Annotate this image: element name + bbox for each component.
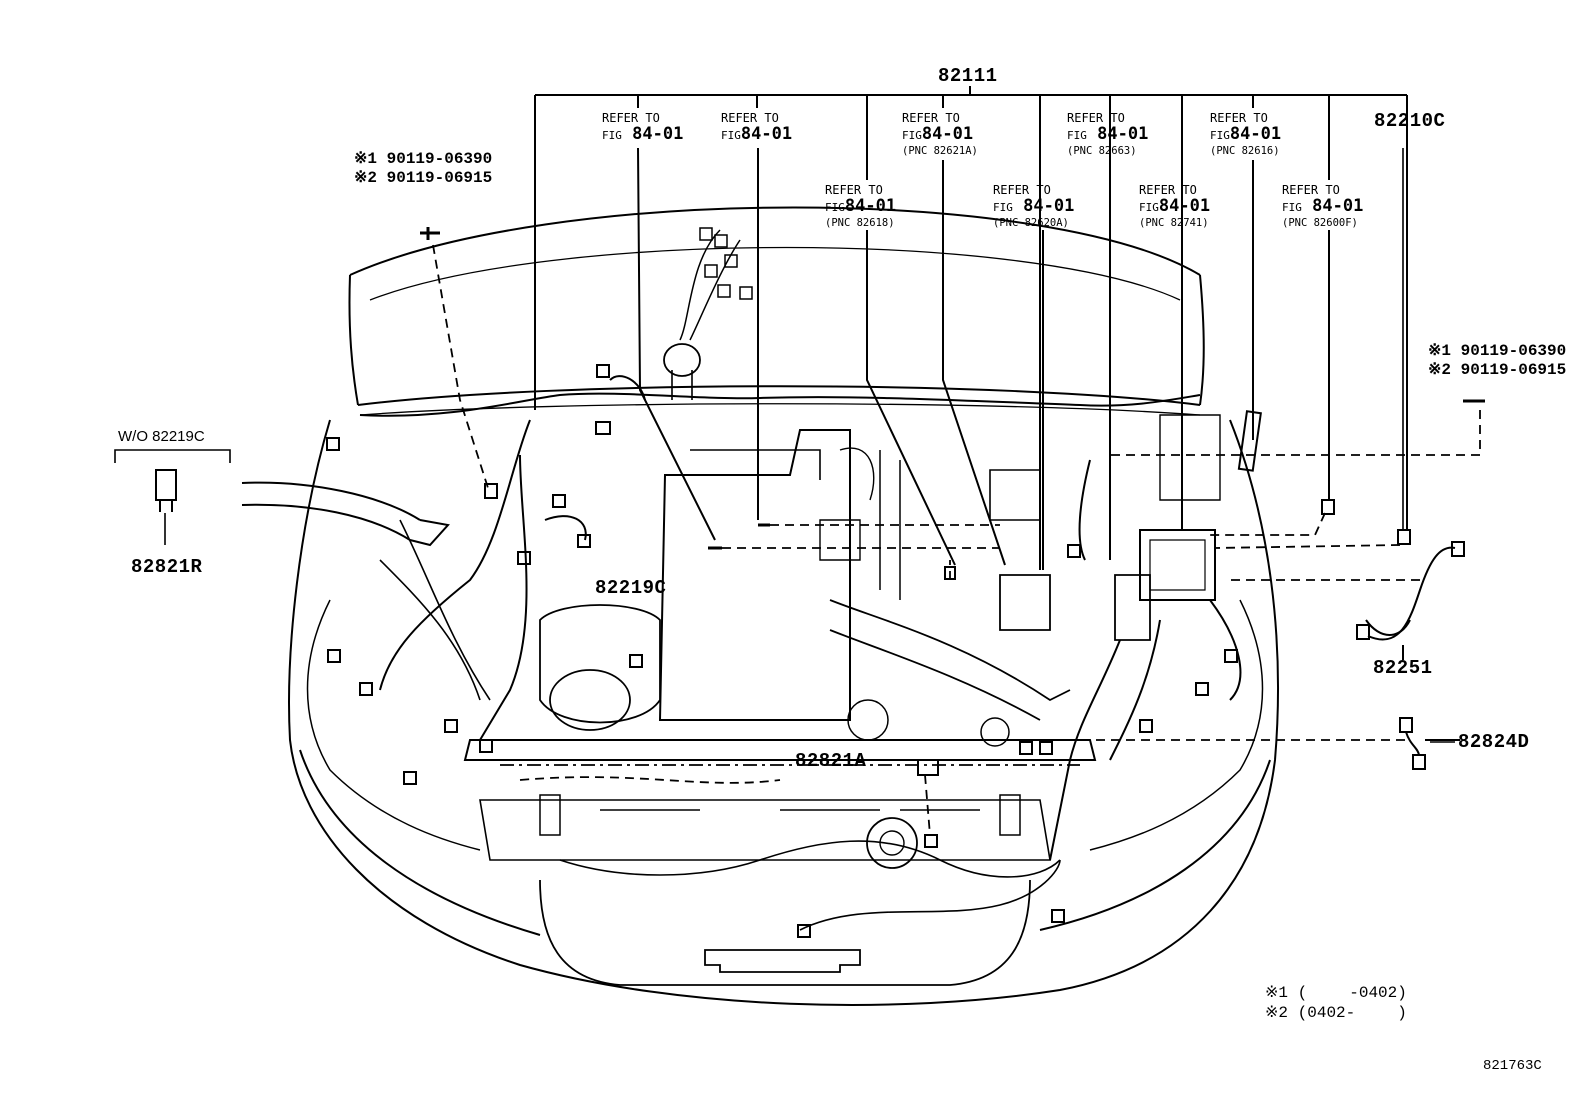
refer-callout-8-fig: FIG84-01	[1139, 197, 1210, 217]
legend-row-2: ※2 (0402-)	[1265, 1003, 1407, 1023]
refer-callout-6-fig: FIG84-01	[825, 197, 896, 217]
refer-callout-3-fig-prefix: FIG	[902, 129, 922, 142]
engine-block	[539, 343, 1221, 731]
legend-row-2-close: )	[1397, 1004, 1407, 1022]
refer-callout-3-refer: REFER TO	[902, 111, 960, 125]
wire-82251-shape	[1356, 541, 1465, 660]
refer-callout-3: REFER TO FIG84-01 (PNC 82621A)	[902, 111, 978, 158]
legend-row-1-value: -0402)	[1349, 984, 1407, 1002]
direction-arrow	[241, 481, 450, 547]
refer-callout-4-fig-prefix: FIG	[1067, 129, 1087, 142]
connectors	[155, 227, 1485, 938]
refer-callout-4: REFER TO FIG 84-01 (PNC 82663)	[1067, 111, 1148, 158]
refer-callout-8: REFER TO FIG84-01 (PNC 82741)	[1139, 183, 1210, 230]
refer-callout-5-fig-number: 84-01	[1229, 124, 1282, 144]
refer-callout-4-pnc: (PNC 82663)	[1067, 145, 1137, 157]
refer-callout-5: REFER TO FIG84-01 (PNC 82616)	[1210, 111, 1281, 158]
refer-callout-4-fig: FIG 84-01	[1067, 125, 1148, 145]
legend-row-2-value: 0402-	[1307, 1004, 1356, 1022]
refer-callout-9: REFER TO FIG 84-01 (PNC 82600F)	[1282, 183, 1363, 230]
refer-callout-8-fig-number: 84-01	[1158, 196, 1211, 216]
refer-callout-1-fig: FIG 84-01	[602, 125, 683, 145]
refer-callout-5-fig: FIG84-01	[1210, 125, 1281, 145]
refer-callout-5-fig-prefix: FIG	[1210, 129, 1230, 142]
refer-callout-8-refer: REFER TO	[1139, 183, 1197, 197]
figure-code: 821763C	[1483, 1058, 1542, 1074]
refer-callout-6-fig-prefix: FIG	[825, 201, 845, 214]
part-82824d-label: 82824D	[1458, 731, 1530, 753]
hood-outline	[348, 206, 1205, 416]
refer-callout-2: REFER TO FIG84-01	[721, 112, 792, 145]
refer-callout-9-pnc: (PNC 82600F)	[1282, 217, 1358, 229]
legend-row-2-mark: ※2	[1265, 1004, 1289, 1022]
radiator-support	[463, 739, 1097, 861]
bolt-right-line1: ※1 90119-06390	[1428, 342, 1567, 360]
refer-callout-9-fig-number: 84-01	[1312, 196, 1364, 216]
refer-callout-3-pnc: (PNC 82621A)	[902, 145, 978, 157]
legend-row-2-open: (	[1297, 1004, 1308, 1022]
refer-callout-1-fig-prefix: FIG	[602, 129, 622, 142]
part-82111-label: 82111	[938, 65, 998, 87]
refer-callout-4-fig-number: 84-01	[1097, 124, 1149, 144]
part-82210c-label: 82210C	[1374, 110, 1446, 132]
part-82821a-label: 82821A	[795, 750, 867, 772]
refer-callout-1-refer: REFER TO	[602, 111, 660, 125]
refer-callout-4-refer: REFER TO	[1067, 111, 1125, 125]
refer-callout-8-pnc: (PNC 82741)	[1139, 217, 1209, 229]
refer-callout-2-refer: REFER TO	[721, 111, 779, 125]
refer-callout-7-fig-number: 84-01	[1023, 196, 1075, 216]
refer-callout-8-fig-prefix: FIG	[1139, 201, 1159, 214]
part-82219c-label: 82219C	[595, 577, 667, 599]
legend-row-1-mark: ※1	[1265, 984, 1289, 1002]
refer-callout-9-fig: FIG 84-01	[1282, 197, 1363, 217]
refer-callout-2-fig-prefix: FIG	[721, 129, 741, 142]
main-harness-leader-lines	[534, 86, 1408, 570]
refer-callout-5-refer: REFER TO	[1210, 111, 1268, 125]
bolt-left-line1: ※1 90119-06390	[354, 150, 493, 168]
bolt-left-label: ※1 90119-06390 ※2 90119-06915	[354, 150, 492, 188]
refer-callout-2-fig: FIG84-01	[721, 125, 792, 145]
refer-callout-3-fig: FIG84-01	[902, 125, 978, 145]
refer-callout-1-fig-number: 84-01	[632, 124, 684, 144]
refer-callout-7: REFER TO FIG 84-01 (PNC 82620A)	[993, 183, 1074, 230]
dashed-leader-lines	[432, 244, 1481, 836]
refer-callout-9-refer: REFER TO	[1282, 183, 1340, 197]
wire-harness	[359, 229, 1242, 931]
refer-callout-1: REFER TO FIG 84-01	[602, 112, 683, 145]
car-body-outline	[288, 419, 1279, 1006]
legend-row-1-open: (	[1297, 984, 1308, 1002]
refer-callout-7-fig: FIG 84-01	[993, 197, 1074, 217]
part-82251-label: 82251	[1373, 657, 1433, 679]
bolt-right-line2: ※2 90119-06915	[1428, 361, 1567, 379]
refer-callout-7-fig-prefix: FIG	[993, 201, 1013, 214]
refer-callout-6-pnc: (PNC 82618)	[825, 217, 895, 229]
refer-callout-5-pnc: (PNC 82616)	[1210, 145, 1280, 157]
refer-callout-2-fig-number: 84-01	[740, 124, 793, 144]
legend: ※1 ( -0402) ※2 (0402-)	[1265, 983, 1407, 1023]
refer-callout-6: REFER TO FIG84-01 (PNC 82618)	[825, 183, 896, 230]
refer-callout-7-pnc: (PNC 82620A)	[993, 217, 1069, 229]
wo-bracket	[114, 449, 231, 545]
wo-82219c-note: W/O 82219C	[118, 428, 205, 445]
legend-row-1: ※1 ( -0402)	[1265, 983, 1407, 1003]
part-82821r-label: 82821R	[131, 556, 203, 578]
refer-callout-3-fig-number: 84-01	[921, 124, 974, 144]
bolt-left-line2: ※2 90119-06915	[354, 169, 493, 187]
refer-callout-6-refer: REFER TO	[825, 183, 883, 197]
part-number-leaders	[872, 148, 1455, 761]
wire-82824d-shape	[1399, 717, 1460, 770]
refer-callout-6-fig-number: 84-01	[844, 196, 897, 216]
bolt-right-label: ※1 90119-06390 ※2 90119-06915	[1428, 342, 1566, 380]
refer-callout-7-refer: REFER TO	[993, 183, 1051, 197]
refer-callout-9-fig-prefix: FIG	[1282, 201, 1302, 214]
